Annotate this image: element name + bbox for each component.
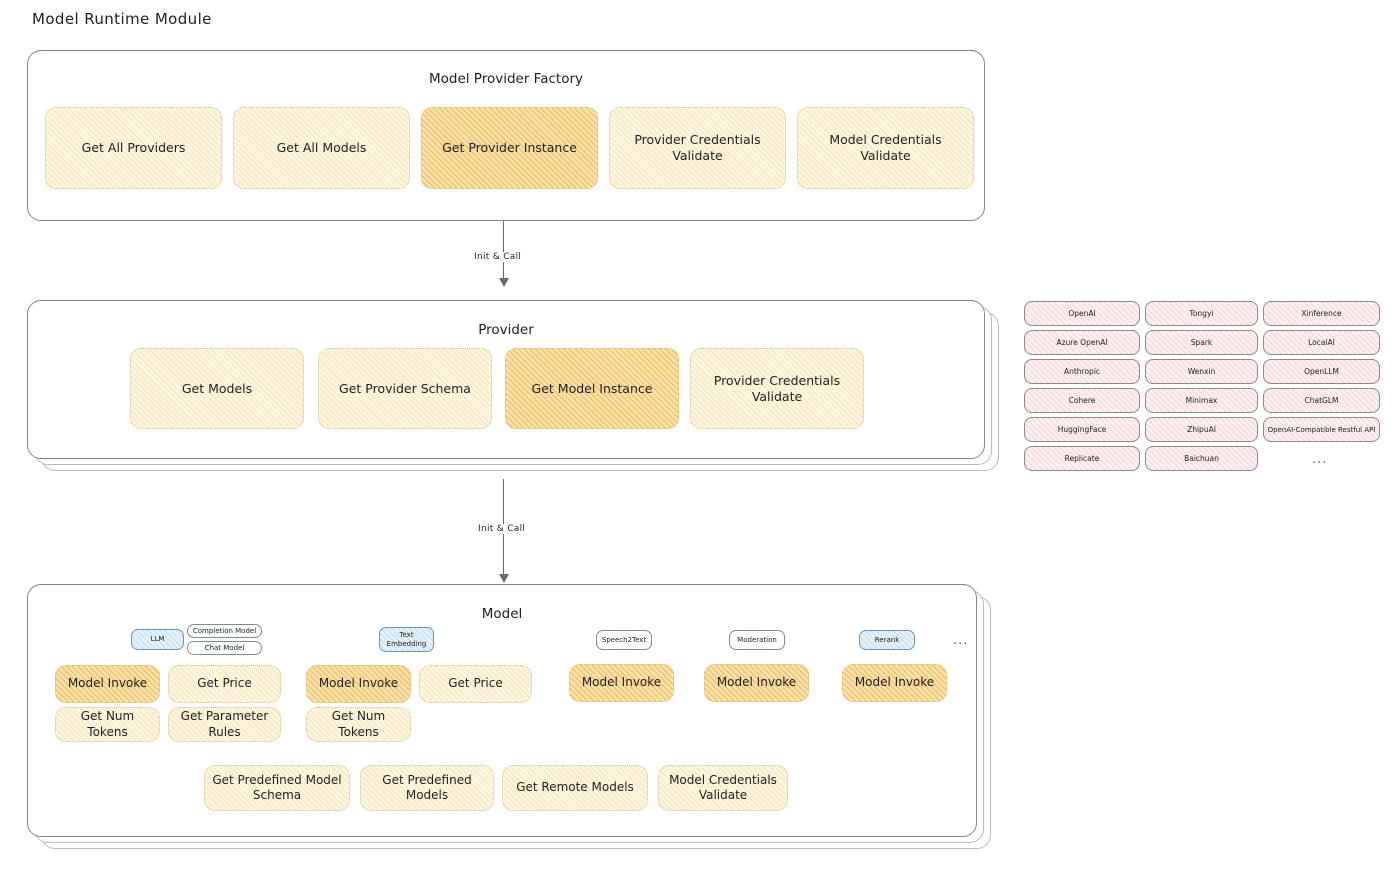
factory-card-get-all-providers[interactable]: Get All Providers <box>45 107 222 189</box>
model-card-llm-get-num-tokens[interactable]: Get Num Tokens <box>55 707 160 742</box>
model-card-llm-model-invoke[interactable]: Model Invoke <box>55 665 160 703</box>
model-card-speech2text-model-invoke[interactable]: Model Invoke <box>569 664 674 702</box>
provider-pill-openllm[interactable]: OpenLLM <box>1263 359 1380 384</box>
provider-card-get-model-instance[interactable]: Get Model Instance <box>505 348 679 429</box>
provider-pill-cohere[interactable]: Cohere <box>1024 388 1140 413</box>
provider-pill-minimax[interactable]: Minimax <box>1145 388 1258 413</box>
factory-card-get-all-models[interactable]: Get All Models <box>233 107 410 189</box>
model-common-card-get-predefined-models[interactable]: Get Predefined Models <box>360 765 494 811</box>
model-card-llm-get-parameter-rules[interactable]: Get Parameter Rules <box>168 707 281 742</box>
model-card-llm-get-price[interactable]: Get Price <box>168 665 281 703</box>
provider-pill-openai-compatible-restful-api[interactable]: OpenAI-Compatible Restful API <box>1263 417 1380 442</box>
provider-pill-localai[interactable]: LocalAI <box>1263 330 1380 355</box>
arrow-factory-to-provider-label: Init & Call <box>470 252 526 262</box>
model-card-rerank-model-invoke[interactable]: Model Invoke <box>842 664 947 702</box>
provider-pill-baichuan[interactable]: Baichuan <box>1145 446 1258 471</box>
provider-pill-spark[interactable]: Spark <box>1145 330 1258 355</box>
factory-card-model-credentials-validate[interactable]: Model Credentials Validate <box>797 107 974 189</box>
provider-pill-replicate[interactable]: Replicate <box>1024 446 1140 471</box>
provider-pill-tongyi[interactable]: Tongyi <box>1145 301 1258 326</box>
model-type-tag-moderation[interactable]: Moderation <box>729 630 785 650</box>
model-title: Model <box>481 606 523 622</box>
arrow-factory-to-provider-line <box>503 221 505 281</box>
provider-pill-zhipuai[interactable]: ZhipuAI <box>1145 417 1258 442</box>
model-subtag-completion-model[interactable]: Completion Model <box>187 624 262 638</box>
provider-title: Provider <box>478 322 534 338</box>
model-card-text-embedding-model-invoke[interactable]: Model Invoke <box>306 665 411 703</box>
model-panel: Model LLM Completion Model Chat Model Mo… <box>27 584 977 837</box>
model-common-card-get-predefined-model-schema[interactable]: Get Predefined Model Schema <box>204 765 350 811</box>
model-card-moderation-model-invoke[interactable]: Model Invoke <box>704 664 809 702</box>
page-title: Model Runtime Module <box>32 10 212 28</box>
model-card-text-embedding-get-price[interactable]: Get Price <box>419 665 532 703</box>
provider-pill-huggingface[interactable]: HuggingFace <box>1024 417 1140 442</box>
model-type-tag-speech2text[interactable]: Speech2Text <box>596 630 652 650</box>
model-subtag-chat-model[interactable]: Chat Model <box>187 641 262 655</box>
model-types-more: ... <box>953 633 969 648</box>
model-common-card-model-credentials-validate[interactable]: Model Credentials Validate <box>658 765 788 811</box>
provider-pill-azure-openai[interactable]: Azure OpenAI <box>1024 330 1140 355</box>
model-type-tag-rerank[interactable]: Rerank <box>859 630 915 650</box>
arrow-provider-to-model-label: Init & Call <box>474 524 530 534</box>
provider-card-get-models[interactable]: Get Models <box>130 348 304 429</box>
model-type-tag-llm[interactable]: LLM <box>131 629 184 650</box>
model-type-tag-text-embedding[interactable]: Text Embedding <box>379 627 434 652</box>
provider-pill-wenxin[interactable]: Wenxin <box>1145 359 1258 384</box>
factory-card-provider-credentials-validate[interactable]: Provider Credentials Validate <box>609 107 786 189</box>
arrow-factory-to-provider-head <box>499 278 509 287</box>
provider-card-get-provider-schema[interactable]: Get Provider Schema <box>318 348 492 429</box>
model-provider-factory-title: Model Provider Factory <box>428 71 583 87</box>
arrow-provider-to-model-head <box>499 574 509 583</box>
provider-list: OpenAI Azure OpenAI Anthropic Cohere Hug… <box>1024 300 1380 475</box>
provider-card-provider-credentials-validate[interactable]: Provider Credentials Validate <box>690 348 864 429</box>
model-card-text-embedding-get-num-tokens[interactable]: Get Num Tokens <box>306 707 411 742</box>
provider-pill-xinference[interactable]: Xinference <box>1263 301 1380 326</box>
provider-pill-chatglm[interactable]: ChatGLM <box>1263 388 1380 413</box>
model-common-card-get-remote-models[interactable]: Get Remote Models <box>502 765 648 811</box>
provider-list-more: ... <box>1312 452 1328 467</box>
provider-pill-openai[interactable]: OpenAI <box>1024 301 1140 326</box>
factory-card-get-provider-instance[interactable]: Get Provider Instance <box>421 107 598 189</box>
provider-pill-anthropic[interactable]: Anthropic <box>1024 359 1140 384</box>
provider-panel: Provider Get Models Get Provider Schema … <box>27 300 985 459</box>
model-provider-factory-panel: Model Provider Factory Get All Providers… <box>27 50 985 221</box>
